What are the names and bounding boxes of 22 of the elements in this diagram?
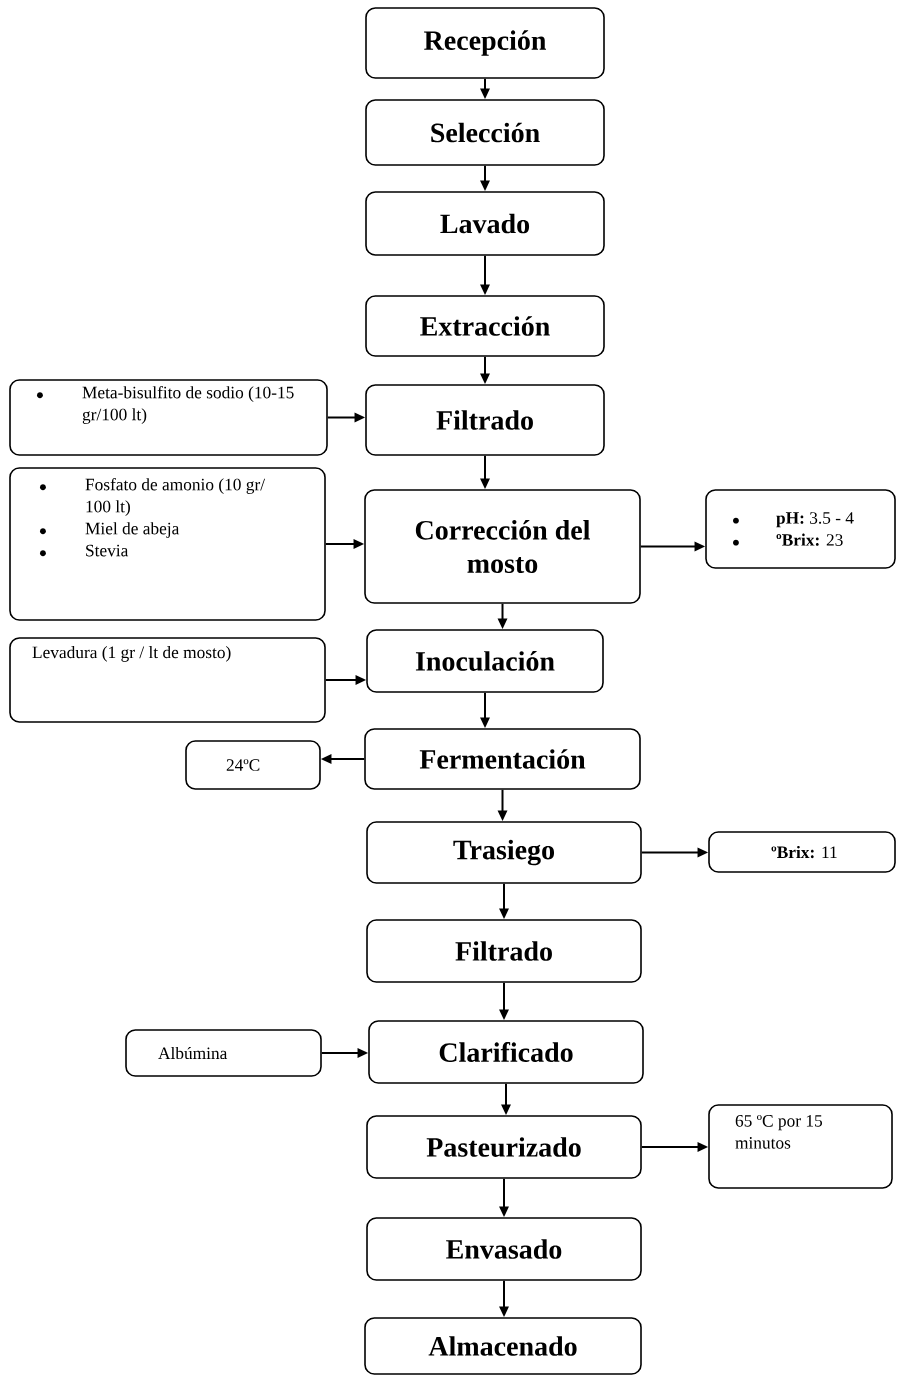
- process-box: Filtrado: [366, 919, 642, 983]
- note-box: 24ºC: [185, 740, 321, 790]
- note-box: Meta-bisulfito de sodio (10-15 gr/100 lt): [9, 379, 328, 456]
- process-box: Extracción: [365, 295, 605, 357]
- process-box: Trasiego: [366, 821, 642, 884]
- process-box: Envasado: [366, 1217, 642, 1281]
- process-box: Selección: [365, 99, 605, 166]
- process-box: Recepción: [365, 7, 605, 79]
- note-box: Fosfato de amonio (10 gr/ 100 lt) Miel de abeja Stevia: [9, 467, 326, 621]
- process-box: Pasteurizado: [366, 1115, 642, 1179]
- process-box: Lavado: [365, 191, 605, 256]
- process-box: Corrección del mosto: [364, 489, 641, 604]
- process-box: Fermentación: [364, 728, 641, 790]
- process-box: Clarificado: [368, 1020, 644, 1084]
- process-box: Almacenado: [364, 1317, 642, 1375]
- process-box: Inoculación: [366, 629, 604, 693]
- note-box: ºBrix: 11: [708, 831, 896, 873]
- note-box: 65 ºC por 15 minutos: [708, 1104, 893, 1189]
- note-box: pH: 3.5 - 4 ºBrix: 23: [705, 489, 896, 569]
- note-box: Albúmina: [125, 1029, 322, 1077]
- process-box: Filtrado: [365, 384, 605, 456]
- note-box: Levadura (1 gr / lt de mosto): [9, 637, 326, 723]
